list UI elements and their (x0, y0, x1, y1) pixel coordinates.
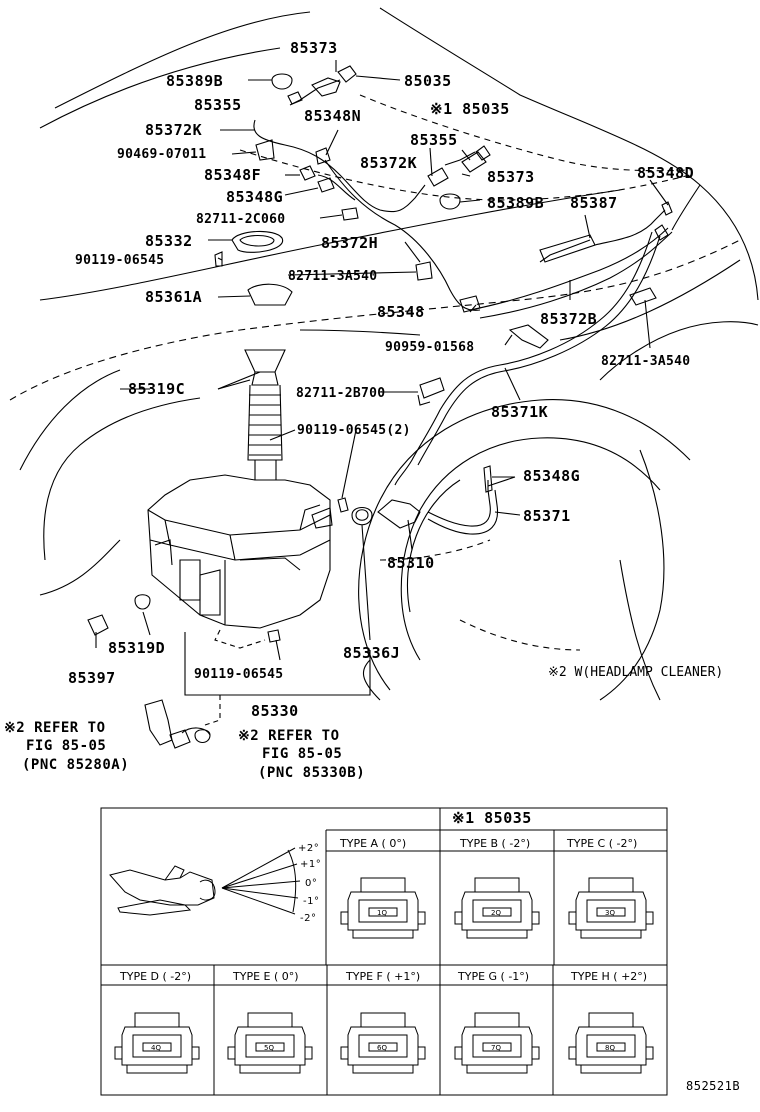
part-label-85332: 85332 (145, 232, 193, 250)
part-label-85371: 85371 (523, 507, 571, 525)
part-label-85372b: 85372B (540, 310, 598, 328)
part-label-85372k: 85372K (145, 121, 203, 139)
part-label-85035-marked: ※1 85035 (430, 100, 510, 118)
nozzle-type-connector-icon: 1Q (340, 877, 426, 939)
part-label-90119-06545-top: 90119-06545 (75, 253, 165, 268)
angle-label: -2° (300, 913, 317, 924)
connector-code-text: 6Q (377, 1044, 387, 1052)
refer-note-1-line1: ※2 REFER TO (4, 720, 106, 736)
connector-code-text: 1Q (377, 909, 387, 917)
type-label: TYPE B ( -2°) (460, 837, 531, 850)
connector-code-text: 3Q (605, 909, 615, 917)
part-label-85373-mid: 85373 (487, 168, 535, 186)
part-label-82711-3a540: 82711-3A540 (288, 269, 378, 284)
refer-note-2-line1: ※2 REFER TO (238, 728, 340, 744)
nozzle-type-connector-icon: 2Q (454, 877, 540, 939)
part-label-85319c: 85319C (128, 380, 186, 398)
figure-code: 852521B (686, 1079, 741, 1093)
part-label-82711-2c060: 82711-2C060 (196, 212, 286, 227)
angle-label: +2° (298, 843, 320, 854)
connector-code-text: 7Q (491, 1044, 501, 1052)
refer-note-1-line3: (PNC 85280A) (22, 757, 130, 773)
headlamp-cleaner-note: ※2 W(HEADLAMP CLEANER) (548, 665, 724, 680)
connector-code-text: 5Q (264, 1044, 274, 1052)
angle-label: +1° (300, 859, 322, 870)
type-label: TYPE H ( +2°) (571, 970, 648, 983)
part-label-85348f: 85348F (204, 166, 262, 184)
nozzle-type-connector-icon: 3Q (568, 877, 654, 939)
type-label: TYPE A ( 0°) (340, 837, 407, 850)
part-label-85348g-right: 85348G (523, 467, 581, 485)
part-label-85330: 85330 (251, 702, 299, 720)
part-label-85397: 85397 (68, 669, 116, 687)
type-label: TYPE D ( -2°) (120, 970, 192, 983)
angle-label: 0° (305, 878, 318, 889)
part-label-82711-3a540-right: 82711-3A540 (601, 354, 691, 369)
type-label: TYPE F ( +1°) (346, 970, 421, 983)
connector-code-text: 4Q (151, 1044, 161, 1052)
part-label-85310: 85310 (387, 554, 435, 572)
part-label-82711-2b700: 82711-2B700 (296, 386, 386, 401)
nozzle-type-connector-icon: 8Q (568, 1012, 654, 1074)
nozzle-type-connector-icon: 4Q (114, 1012, 200, 1074)
connector-code-text: 2Q (491, 909, 501, 917)
table-header: ※1 85035 (452, 809, 532, 827)
nozzle-type-connector-icon: 5Q (227, 1012, 313, 1074)
part-label-85389b-mid: 85389B (487, 194, 545, 212)
nozzle-type-connector-icon: 7Q (454, 1012, 540, 1074)
refer-note-1-line2: FIG 85-05 (26, 738, 107, 754)
part-label-85035: 85035 (404, 72, 452, 90)
part-label-85319d: 85319D (108, 639, 166, 657)
part-label-85372k-mid: 85372K (360, 154, 418, 172)
part-label-85336j: 85336J (343, 644, 401, 662)
angle-label: -1° (303, 896, 320, 907)
part-label-85389b: 85389B (166, 72, 224, 90)
part-label-85373: 85373 (290, 39, 338, 57)
part-label-85355-mid: 85355 (410, 131, 458, 149)
part-label-90119-06545-bottom: 90119-06545 (194, 667, 284, 682)
part-label-90119-06545-2: 90119-06545(2) (297, 423, 411, 438)
type-label: TYPE E ( 0°) (233, 970, 299, 983)
type-label: TYPE C ( -2°) (567, 837, 638, 850)
part-label-85348: 85348 (377, 303, 425, 321)
connector-code-text: 8Q (605, 1044, 615, 1052)
refer-note-2-line3: (PNC 85330B) (258, 765, 366, 781)
part-label-85348n: 85348N (304, 107, 362, 125)
part-label-90469-07011: 90469-07011 (117, 147, 207, 162)
part-label-85355: 85355 (194, 96, 242, 114)
part-label-90959-01568: 90959-01568 (385, 340, 475, 355)
part-label-85361a: 85361A (145, 288, 203, 306)
refer-note-2-line2: FIG 85-05 (262, 746, 343, 762)
part-label-85348g-top: 85348G (226, 188, 284, 206)
part-label-85371k: 85371K (491, 403, 549, 421)
part-label-85387: 85387 (570, 194, 618, 212)
part-label-85372h: 85372H (321, 234, 379, 252)
part-label-85348d: 85348D (637, 164, 695, 182)
type-label: TYPE G ( -1°) (458, 970, 530, 983)
nozzle-type-connector-icon: 6Q (340, 1012, 426, 1074)
